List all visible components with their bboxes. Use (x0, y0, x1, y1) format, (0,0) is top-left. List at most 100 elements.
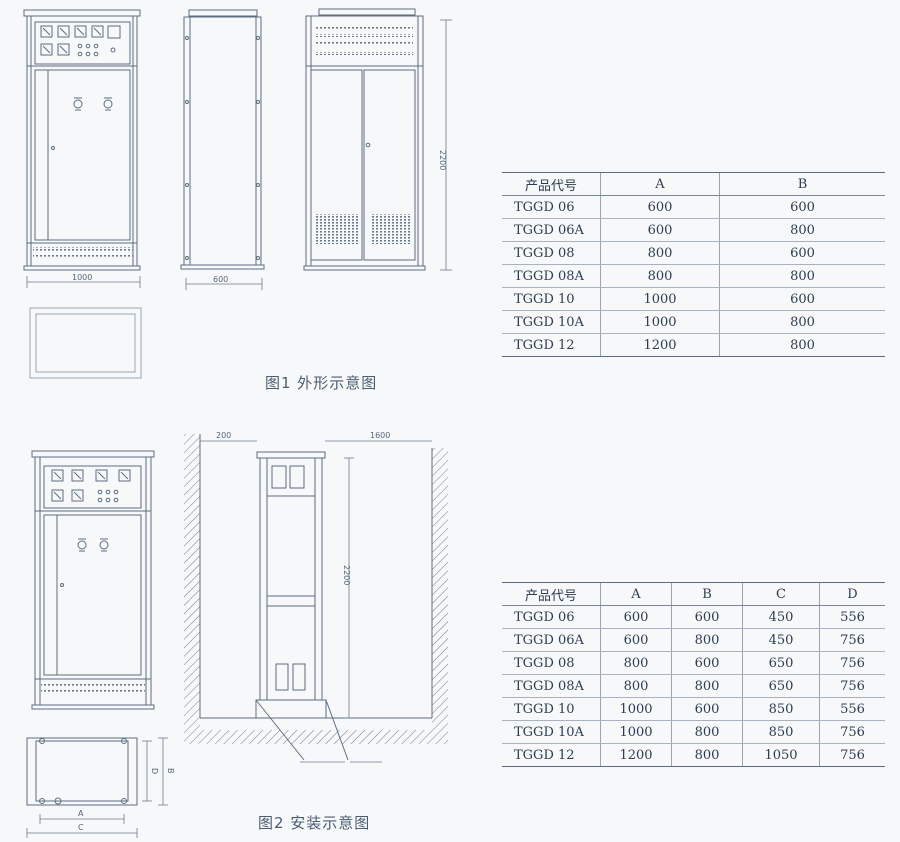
header-d: D (819, 582, 885, 606)
cell-a: 1000 (600, 287, 720, 311)
cell-a: 1000 (600, 697, 672, 721)
cell-a: 800 (600, 241, 720, 265)
fig2-dim-b-label: B (166, 768, 175, 774)
fig1-width-dim-label: 1000 (72, 273, 92, 282)
fig2-front-view (31, 450, 155, 710)
fig2-installation-section (184, 434, 448, 763)
figure1-caption: 图1 外形示意图 (265, 374, 378, 392)
cell-code: TGGD 10 (502, 697, 601, 721)
cell-b: 800 (671, 743, 743, 767)
header-b: B (719, 172, 885, 196)
cell-d: 756 (819, 628, 885, 652)
cell-code: TGGD 10A (502, 720, 601, 744)
fig2-dim-c-label: C (78, 823, 84, 832)
fig1-side-dim-label: 600 (213, 275, 228, 284)
fig2-dim-a-label: A (78, 809, 84, 818)
fig1-top-view (29, 307, 142, 379)
cell-c: 450 (742, 628, 820, 652)
cell-a: 800 (600, 651, 672, 675)
fig1-height-dimension (440, 19, 452, 271)
cell-d: 756 (819, 674, 885, 698)
cell-a: 1200 (600, 333, 720, 357)
cell-b: 600 (719, 195, 885, 219)
fig1-width-dimension (26, 276, 141, 288)
fig2-front-clearance-label: 1600 (370, 431, 390, 440)
cell-b: 800 (719, 310, 885, 334)
cell-a: 800 (600, 674, 672, 698)
fig2-dim-d-label: D (150, 768, 159, 774)
header-code: 产品代号 (502, 582, 601, 606)
cell-b: 800 (671, 674, 743, 698)
cell-d: 556 (819, 605, 885, 629)
cell-c: 650 (742, 674, 820, 698)
cell-c: 450 (742, 605, 820, 629)
fig1-front-view (23, 9, 141, 271)
cell-code: TGGD 06 (502, 195, 601, 219)
cell-a: 1000 (600, 310, 720, 334)
cell-code: TGGD 08 (502, 651, 601, 675)
cell-b: 800 (671, 720, 743, 744)
cell-b: 600 (671, 697, 743, 721)
fig1-side-dimension (185, 278, 263, 290)
fig1-side-view (180, 9, 265, 270)
cell-d: 756 (819, 720, 885, 744)
cell-code: TGGD 10 (502, 287, 601, 311)
fig2-rear-clearance-label: 200 (216, 431, 231, 440)
cell-code: TGGD 08 (502, 241, 601, 265)
cell-b: 600 (719, 287, 885, 311)
header-a: A (600, 582, 672, 606)
cell-a: 800 (600, 264, 720, 288)
cell-a: 1000 (600, 720, 672, 744)
cell-c: 1050 (742, 743, 820, 767)
cell-d: 756 (819, 651, 885, 675)
fig1-rear-view (303, 8, 426, 271)
cell-a: 1200 (600, 743, 672, 767)
cell-code: TGGD 08A (502, 264, 601, 288)
header-code: 产品代号 (502, 172, 601, 196)
header-c: C (742, 582, 820, 606)
figure2-caption: 图2 安装示意图 (258, 814, 371, 832)
fig1-height-dim-label: 2200 (438, 150, 447, 170)
cell-a: 600 (600, 195, 720, 219)
cell-b: 800 (719, 218, 885, 242)
cell-code: TGGD 06A (502, 218, 601, 242)
cell-code: TGGD 08A (502, 674, 601, 698)
cell-code: TGGD 12 (502, 743, 601, 767)
cell-b: 600 (671, 605, 743, 629)
header-b: B (671, 582, 743, 606)
cell-code: TGGD 12 (502, 333, 601, 357)
cell-b: 800 (719, 264, 885, 288)
cell-b: 800 (671, 628, 743, 652)
cell-c: 850 (742, 720, 820, 744)
cell-a: 600 (600, 218, 720, 242)
cell-c: 650 (742, 651, 820, 675)
cell-b: 800 (719, 333, 885, 357)
header-a: A (600, 172, 720, 196)
cell-b: 600 (719, 241, 885, 265)
table-header-row: 产品代号 A B (502, 172, 885, 196)
cell-code: TGGD 06A (502, 628, 601, 652)
cell-d: 756 (819, 743, 885, 767)
cell-c: 850 (742, 697, 820, 721)
cell-b: 600 (671, 651, 743, 675)
fig2-base-dimensions (26, 737, 168, 838)
fig2-height-label: 2200 (342, 565, 351, 585)
table-header-row: 产品代号 A B C D (502, 582, 885, 606)
cell-a: 600 (600, 605, 672, 629)
